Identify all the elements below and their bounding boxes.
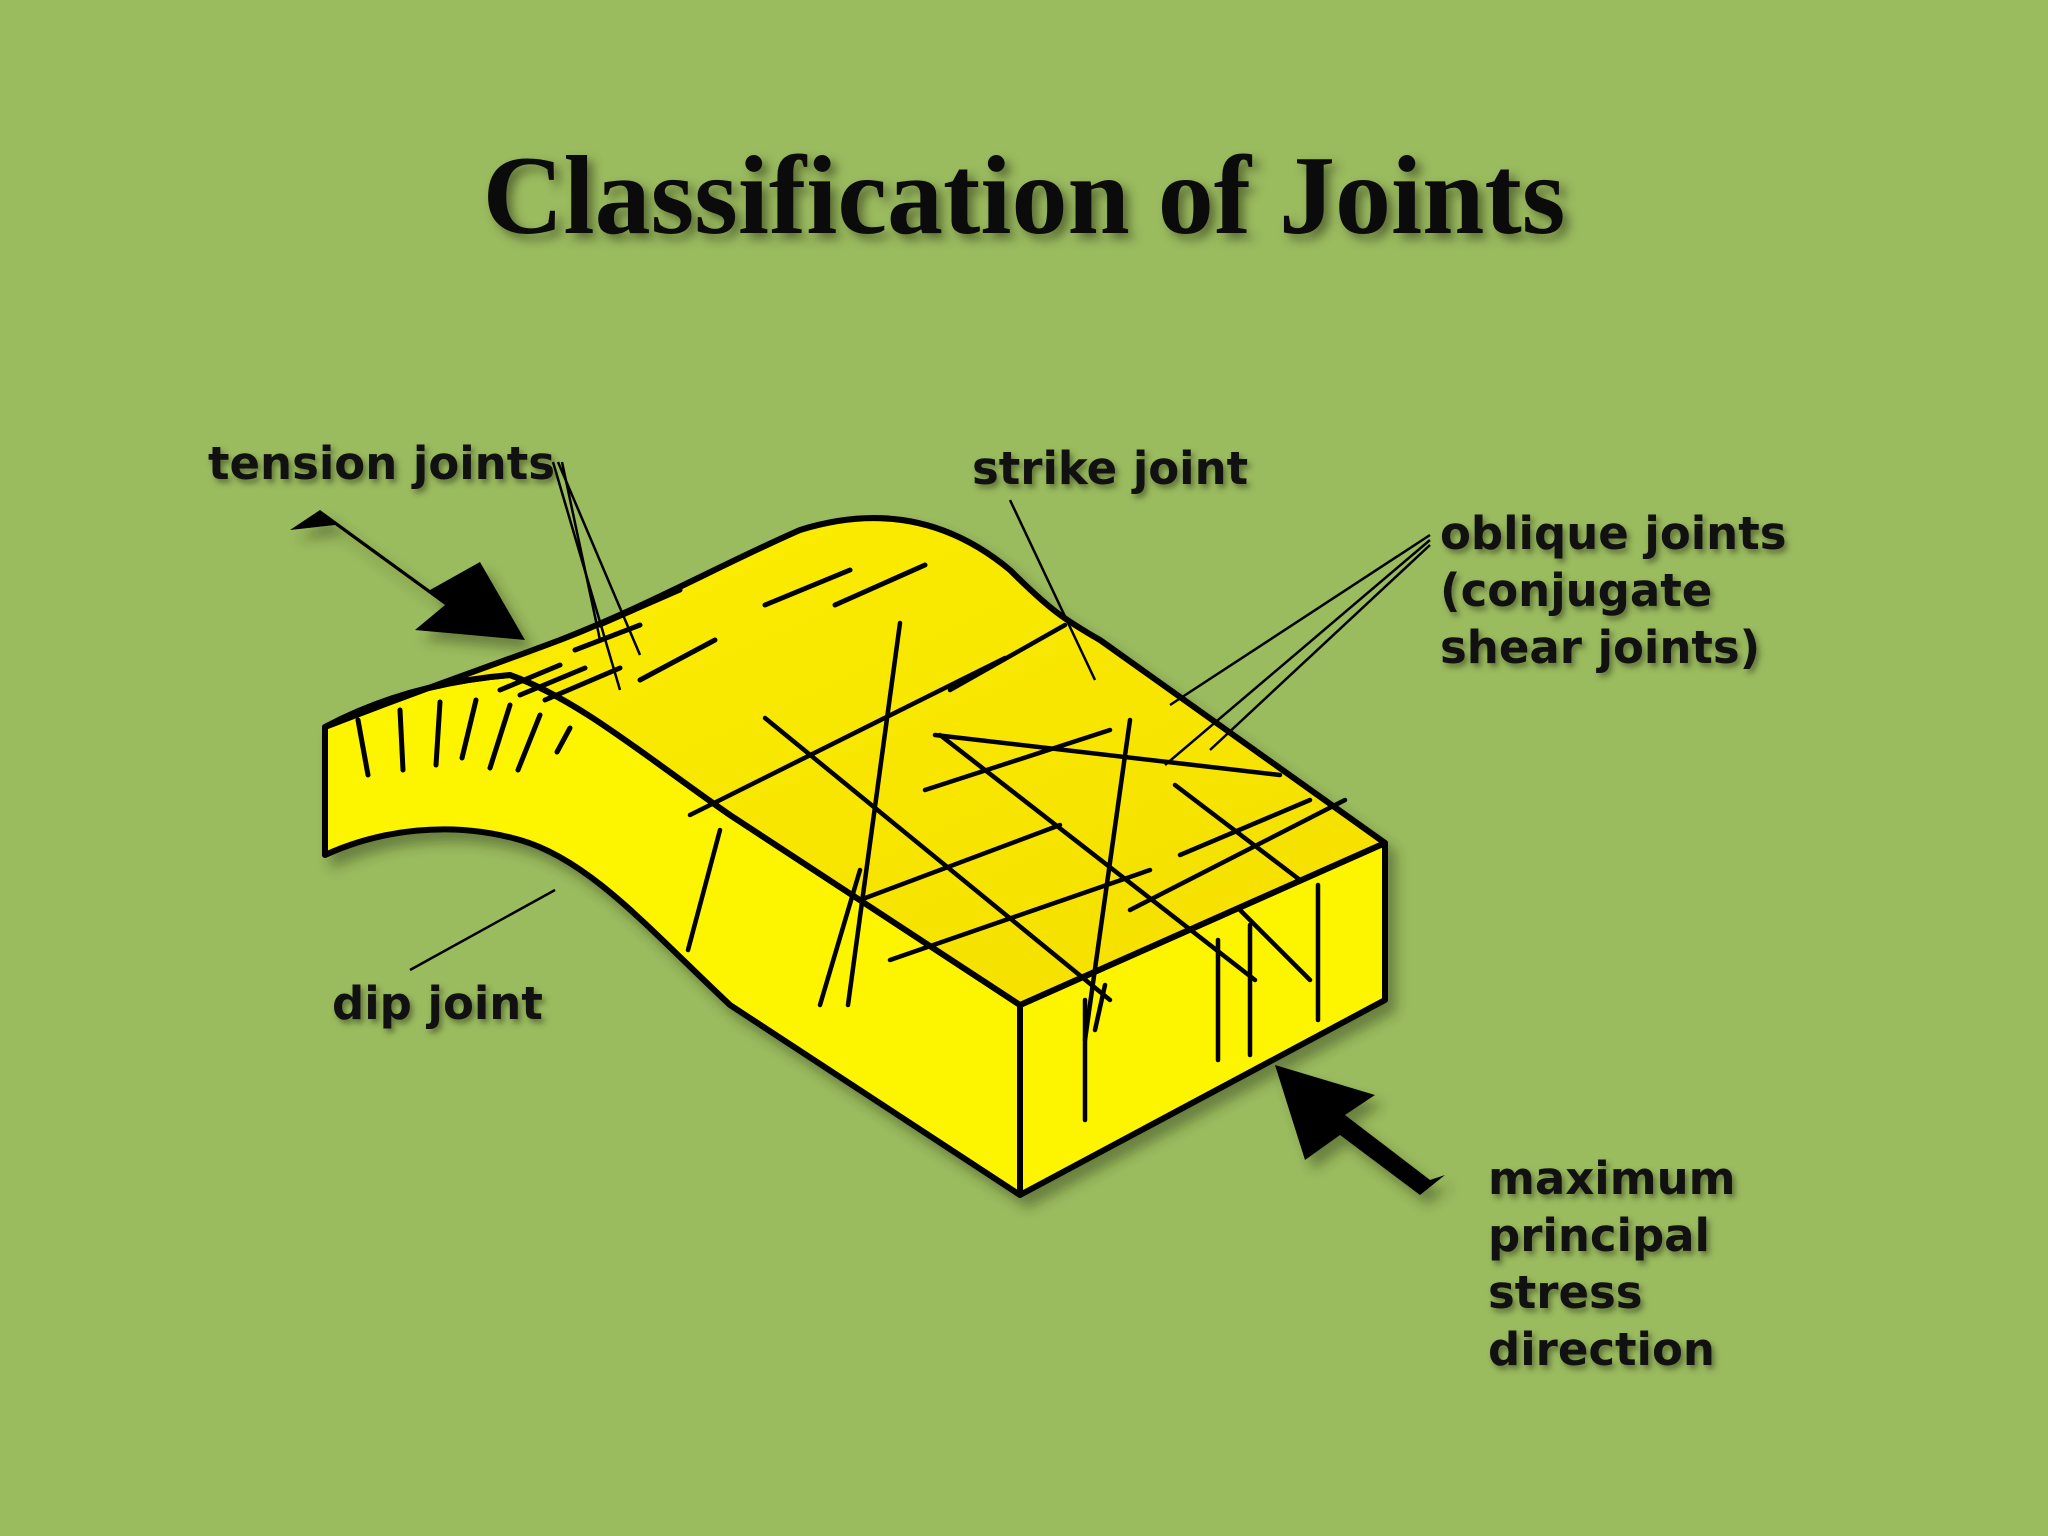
stress-direction-label: maximum principal stress direction [1488,1150,1736,1378]
slide-title: Classification of Joints [482,134,1566,258]
tension-joints-label: tension joints [208,437,555,490]
tension-joint-cracks [355,562,928,778]
oblique-joints-line-1: oblique joints [1440,507,1787,560]
strike-joint-label: strike joint [972,442,1249,495]
stress-arrows [290,510,1445,1195]
joint-lines [685,620,1348,1123]
stress-arrow-right-icon [1275,1065,1445,1195]
stress-direction-line-3: stress [1488,1266,1643,1319]
leader-lines [409,461,1431,972]
oblique-joints-label: oblique joints (conjugate shear joints) [1440,505,1787,676]
stress-direction-line-4: direction [1488,1323,1715,1376]
dip-joint-line [687,655,1008,818]
stress-direction-line-1: maximum [1488,1152,1736,1205]
dip-joint-label: dip joint [332,977,543,1030]
stress-direction-line-2: principal [1488,1209,1710,1262]
oblique-joints-line-3: shear joints) [1440,621,1761,674]
folded-rock-block [322,515,1388,1198]
stress-arrow-left-icon [290,510,525,640]
top-surface [322,515,1388,1008]
oblique-joints-line-2: (conjugate [1440,564,1713,617]
